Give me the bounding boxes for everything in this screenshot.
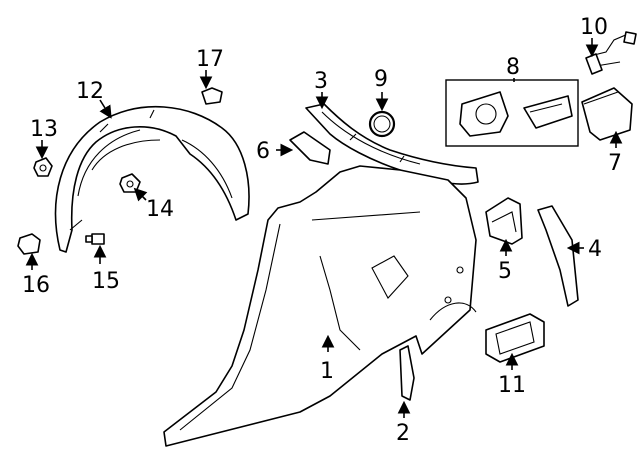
fuel-base-part-11 xyxy=(485,313,545,363)
callout-7: 7 xyxy=(608,151,622,176)
clip-part-16 xyxy=(17,233,41,255)
o-ring-part-9 xyxy=(368,110,396,138)
leader-lines xyxy=(25,38,623,418)
bracket-part-6 xyxy=(289,131,331,165)
callout-16: 16 xyxy=(22,273,50,298)
callout-numbers: 1 2 3 4 5 6 7 8 9 10 11 12 13 14 15 16 1… xyxy=(22,15,622,446)
callout-4: 4 xyxy=(588,237,602,262)
nut-part-13 xyxy=(33,157,53,177)
callout-13: 13 xyxy=(30,117,58,142)
bolt-part-15 xyxy=(85,233,105,245)
housing-part-5 xyxy=(485,197,523,245)
callout-10: 10 xyxy=(580,15,608,40)
wheel-liner-part-12 xyxy=(54,105,250,253)
callout-3: 3 xyxy=(314,69,328,94)
callout-6: 6 xyxy=(256,139,270,164)
bracket-part-2 xyxy=(399,345,415,401)
clip-part-17 xyxy=(201,87,223,105)
callout-14: 14 xyxy=(146,197,174,222)
callout-12: 12 xyxy=(76,79,104,104)
reinforcement-part-4 xyxy=(537,205,579,307)
rail-part-3 xyxy=(305,103,479,185)
callout-5: 5 xyxy=(498,259,512,284)
harness-part-10 xyxy=(585,31,637,75)
callout-11: 11 xyxy=(498,373,526,398)
fuel-door-part-7 xyxy=(581,87,633,141)
callout-2: 2 xyxy=(396,421,410,446)
quarter-panel-part-1 xyxy=(163,165,477,447)
callout-15: 15 xyxy=(92,269,120,294)
fuel-lid-box-part-8 xyxy=(445,79,579,147)
callout-17: 17 xyxy=(196,47,224,72)
callout-8: 8 xyxy=(506,55,520,80)
callout-9: 9 xyxy=(374,67,388,92)
callout-1: 1 xyxy=(320,359,334,384)
nut-part-14 xyxy=(119,173,141,193)
